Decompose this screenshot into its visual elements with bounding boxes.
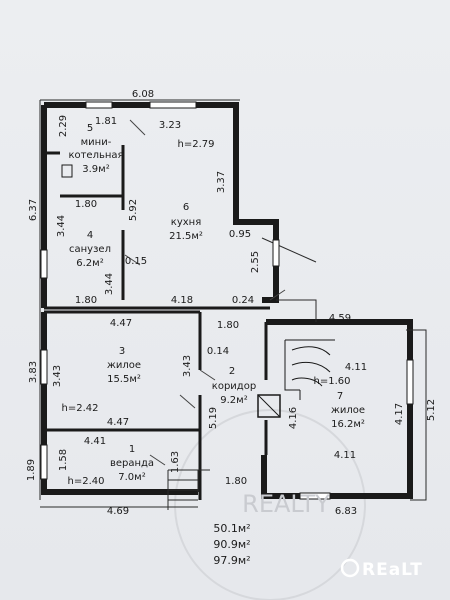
window-veranda <box>40 444 48 480</box>
room6-name: кухня <box>171 217 201 228</box>
watermark-corner-logo: REaLT <box>362 560 423 580</box>
dim-3-37: 3.37 <box>216 171 227 193</box>
room3-area: 15.5м² <box>107 374 141 385</box>
watermark-center: REALTY <box>242 490 330 518</box>
room7-number: 7 <box>337 391 343 402</box>
dim-4-11-bot: 4.11 <box>334 450 356 461</box>
room4-number: 4 <box>87 230 93 241</box>
height-veranda: h=2.40 <box>68 476 105 487</box>
dim-3-44-left: 3.44 <box>56 215 67 237</box>
dim-3-43-left: 3.43 <box>52 365 63 387</box>
room2-number: 2 <box>229 366 235 377</box>
dim-left-height: 6.37 <box>28 199 39 221</box>
dim-4-47-top: 4.47 <box>110 318 132 329</box>
interior-walls <box>44 145 270 500</box>
stove <box>257 394 281 418</box>
room2-area: 9.2м² <box>220 395 247 406</box>
room1-name: веранда <box>110 458 154 469</box>
door-swings <box>124 119 286 466</box>
outline-lines <box>39 99 427 510</box>
height-room3: h=2.42 <box>62 403 99 414</box>
dim-1-58: 1.58 <box>58 449 69 471</box>
dim-5-92: 5.92 <box>128 199 139 221</box>
dim-3-44-mid: 3.44 <box>104 273 115 295</box>
dim-4-16: 4.16 <box>288 407 299 429</box>
height-stairs: h=1.60 <box>314 376 351 387</box>
dim-6-83: 6.83 <box>335 506 357 517</box>
room6-number: 6 <box>183 202 189 213</box>
dim-3-83: 3.83 <box>28 361 39 383</box>
dim-4-41: 4.41 <box>84 436 106 447</box>
room3-number: 3 <box>119 346 125 357</box>
window-bottom <box>299 492 331 500</box>
dim-0-15: 0.15 <box>125 256 147 267</box>
total-living-area: 50.1м² <box>213 522 250 535</box>
dim-4-69: 4.69 <box>107 506 129 517</box>
window-room7 <box>406 359 414 405</box>
dim-5-12: 5.12 <box>426 399 437 421</box>
windows <box>40 101 414 500</box>
dim-1-63: 1.63 <box>170 451 181 473</box>
dim-3-23: 3.23 <box>159 120 181 131</box>
dim-1-80-wc: 1.80 <box>75 295 97 306</box>
stove-diagonal <box>257 394 281 418</box>
room7-area: 16.2м² <box>331 419 365 430</box>
dim-1-89: 1.89 <box>26 459 37 481</box>
window-top-right <box>149 101 197 109</box>
room6-area: 21.5м² <box>169 231 203 242</box>
logo-circle-icon <box>340 558 360 578</box>
room4-area: 6.2м² <box>76 258 103 269</box>
room5-name-line2: котельная <box>68 150 123 161</box>
dim-1-81: 1.81 <box>95 116 117 127</box>
dim-1-80-bot: 1.80 <box>225 476 247 487</box>
dim-4-11-top: 4.11 <box>345 362 367 373</box>
dim-5-19: 5.19 <box>208 407 219 429</box>
dim-1-80-corr: 1.80 <box>217 320 239 331</box>
dim-4-59: 4.59 <box>329 313 351 324</box>
total-area: 90.9м² <box>213 538 250 551</box>
room5-name-line1: мини- <box>81 137 112 148</box>
height-kitchen: h=2.79 <box>178 139 215 150</box>
window-room3 <box>40 349 48 385</box>
dim-top-width: 6.08 <box>132 89 154 100</box>
room1-number: 1 <box>129 444 135 455</box>
window-top-left <box>85 101 113 109</box>
room5-area: 3.9м² <box>82 164 109 175</box>
boiler <box>61 164 73 178</box>
window-kitchen <box>272 239 280 267</box>
room7-name: жилое <box>331 405 365 416</box>
total-area-veranda: 97.9м² <box>213 554 250 567</box>
dim-2-55: 2.55 <box>250 251 261 273</box>
room4-name: санузел <box>69 244 111 255</box>
room2-name: коридор <box>212 381 256 392</box>
room5-number: 5 <box>87 123 93 134</box>
dim-0-24: 0.24 <box>232 295 254 306</box>
watermark-circle <box>174 409 366 600</box>
window-left <box>40 249 48 279</box>
dim-1-80-top: 1.80 <box>75 199 97 210</box>
dim-0-14: 0.14 <box>207 346 229 357</box>
room3-name: жилое <box>107 360 141 371</box>
room1-area: 7.0м² <box>118 472 145 483</box>
dim-4-17: 4.17 <box>394 403 405 425</box>
dim-4-18: 4.18 <box>171 295 193 306</box>
staircase <box>284 339 335 400</box>
dim-4-47-bot: 4.47 <box>107 417 129 428</box>
dim-0-95: 0.95 <box>229 229 251 240</box>
dim-2-29: 2.29 <box>58 115 69 137</box>
dim-3-43-mid: 3.43 <box>182 355 193 377</box>
